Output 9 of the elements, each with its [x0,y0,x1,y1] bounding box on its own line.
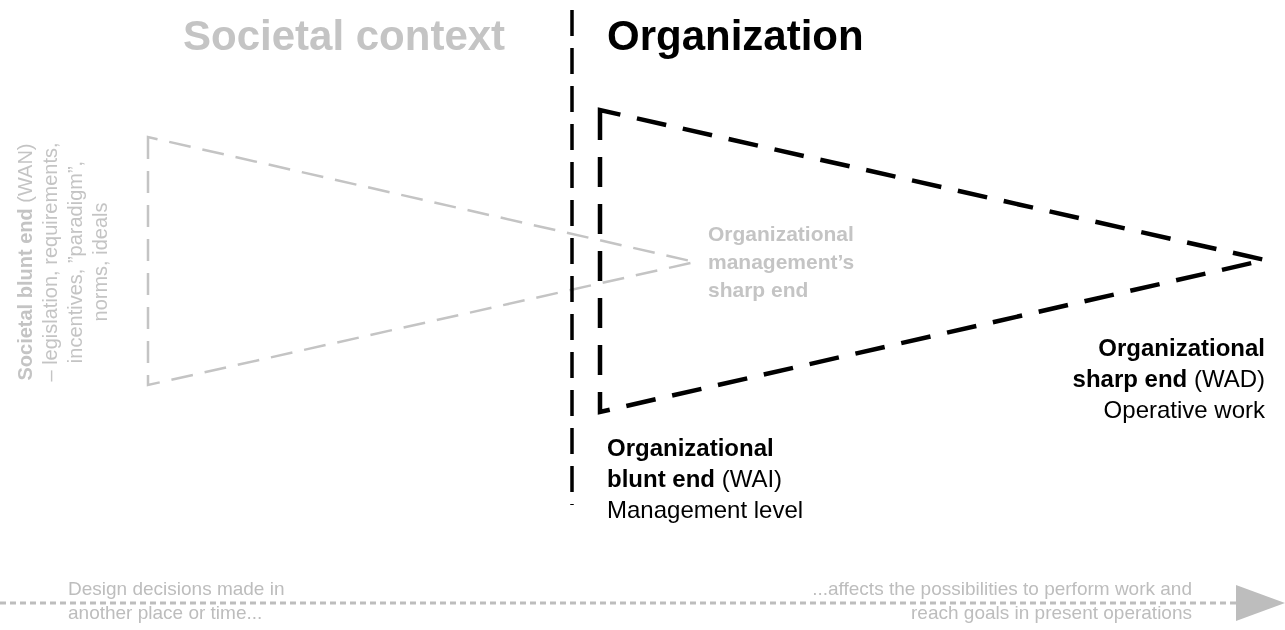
heading-text: Organization [607,12,864,60]
annotation-text: Organizational management’s sharp end [708,221,856,303]
annotation-text: Management level [607,495,804,525]
annotation-text: Operative work [1102,395,1265,425]
annotation-text: Organizational blunt end (WAI) [607,433,784,494]
annotation-text: Organizational sharp end (WAD) [1071,333,1265,394]
annotation-text: ...affects the possibilities to perform work and reach goals in present operations [811,577,1192,625]
annotation-text: Design decisions made in another place or time... [68,577,286,625]
heading-text: Societal context [183,12,506,60]
